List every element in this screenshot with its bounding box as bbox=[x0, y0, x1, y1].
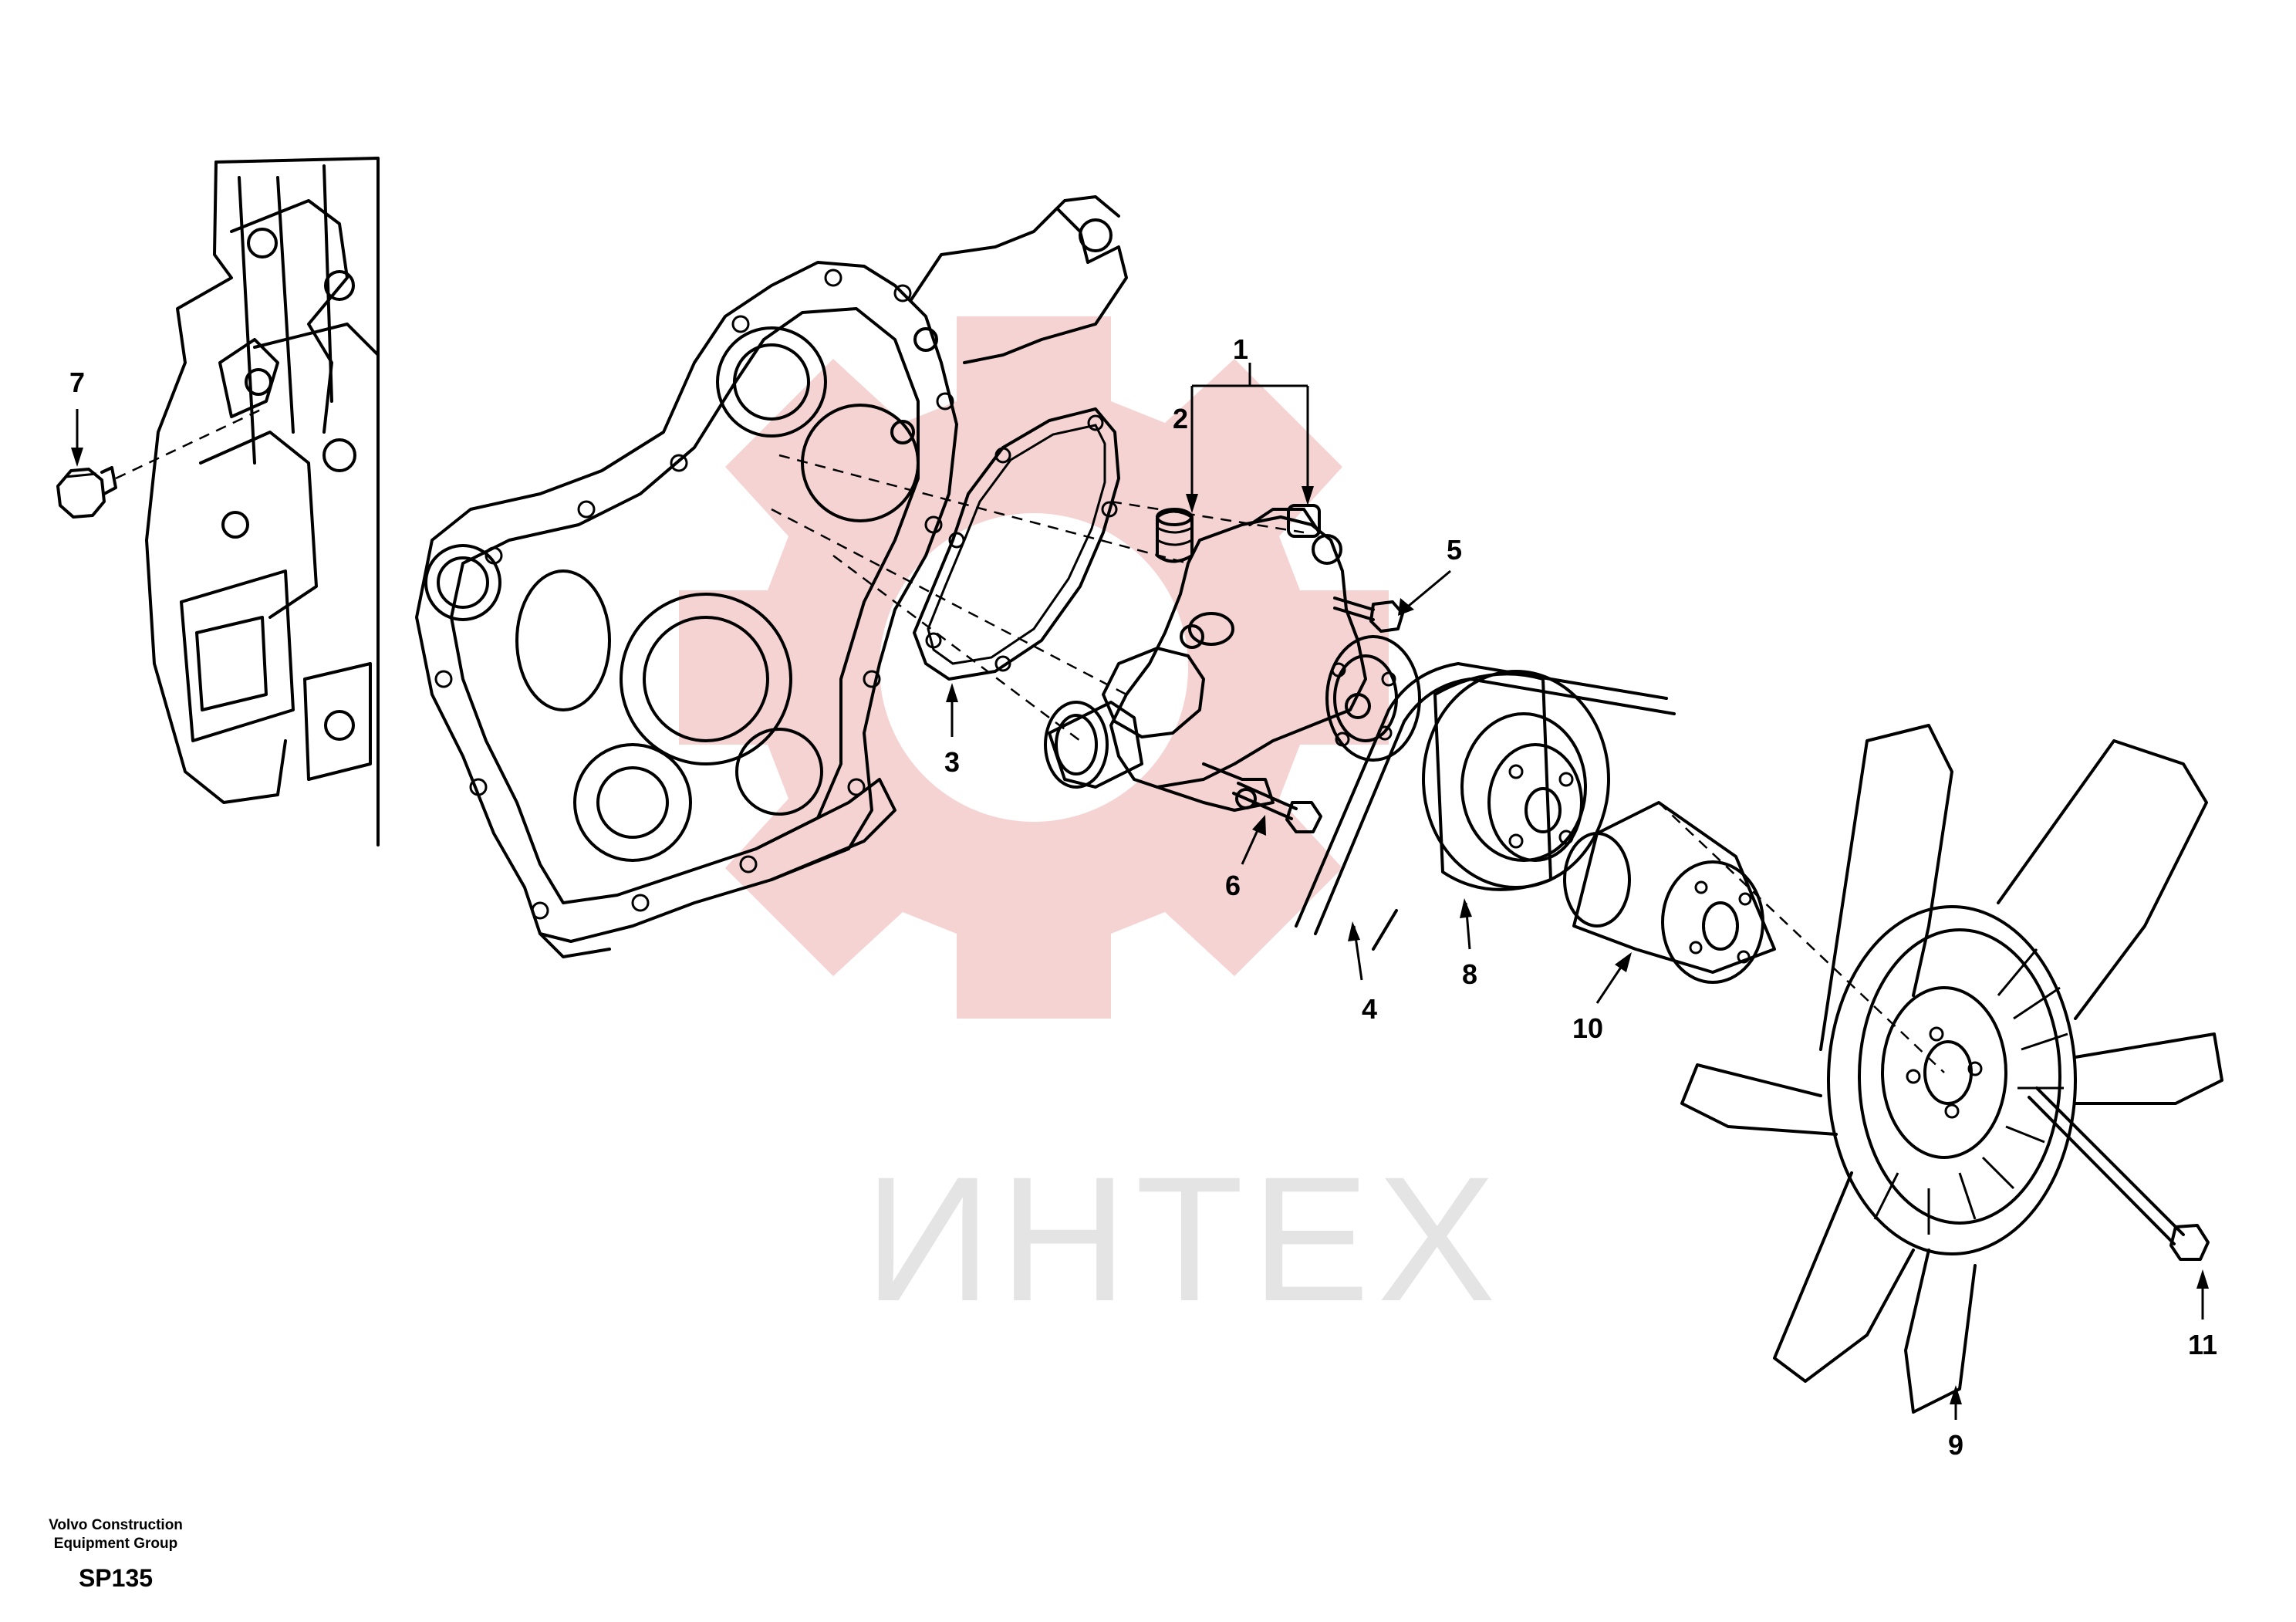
engine-block-icon bbox=[145, 157, 380, 846]
callout-11: 11 bbox=[2188, 1329, 2217, 1360]
callout-6: 6 bbox=[1225, 870, 1241, 901]
pulley-icon bbox=[1422, 670, 1610, 891]
watermark-gear-logo bbox=[679, 316, 1389, 1019]
callout-10: 10 bbox=[1572, 1012, 1603, 1044]
callout-9: 9 bbox=[1948, 1429, 1963, 1461]
bolt-icon bbox=[2028, 1086, 2210, 1261]
assembly-lines bbox=[115, 407, 1945, 1073]
page-code: SP135 bbox=[78, 1564, 154, 1592]
plug-icon bbox=[56, 466, 117, 519]
bolt-icon bbox=[1333, 596, 1404, 633]
fitting-icon bbox=[1156, 508, 1194, 563]
callout-3: 3 bbox=[944, 746, 960, 778]
callout-5: 5 bbox=[1447, 534, 1462, 566]
org-name-line1: Volvo Construction bbox=[49, 1517, 183, 1533]
callout-8: 8 bbox=[1462, 958, 1477, 990]
callout-7: 7 bbox=[69, 367, 85, 398]
org-name-line2: Equipment Group bbox=[53, 1536, 178, 1552]
callout-2: 2 bbox=[1173, 403, 1188, 434]
leader-lines bbox=[71, 363, 2209, 1420]
fan-icon bbox=[1680, 724, 2223, 1414]
gasket-icon bbox=[913, 407, 1120, 681]
spacer-icon bbox=[1563, 801, 1776, 984]
callout-1: 1 bbox=[1233, 333, 1248, 365]
watermark-text: ИНТЕХ bbox=[864, 1140, 1504, 1338]
footer-caption: Volvo Construction Equipment Group SP135 bbox=[23, 1516, 208, 1593]
bolt-icon bbox=[1232, 782, 1322, 833]
callout-4: 4 bbox=[1362, 993, 1377, 1025]
